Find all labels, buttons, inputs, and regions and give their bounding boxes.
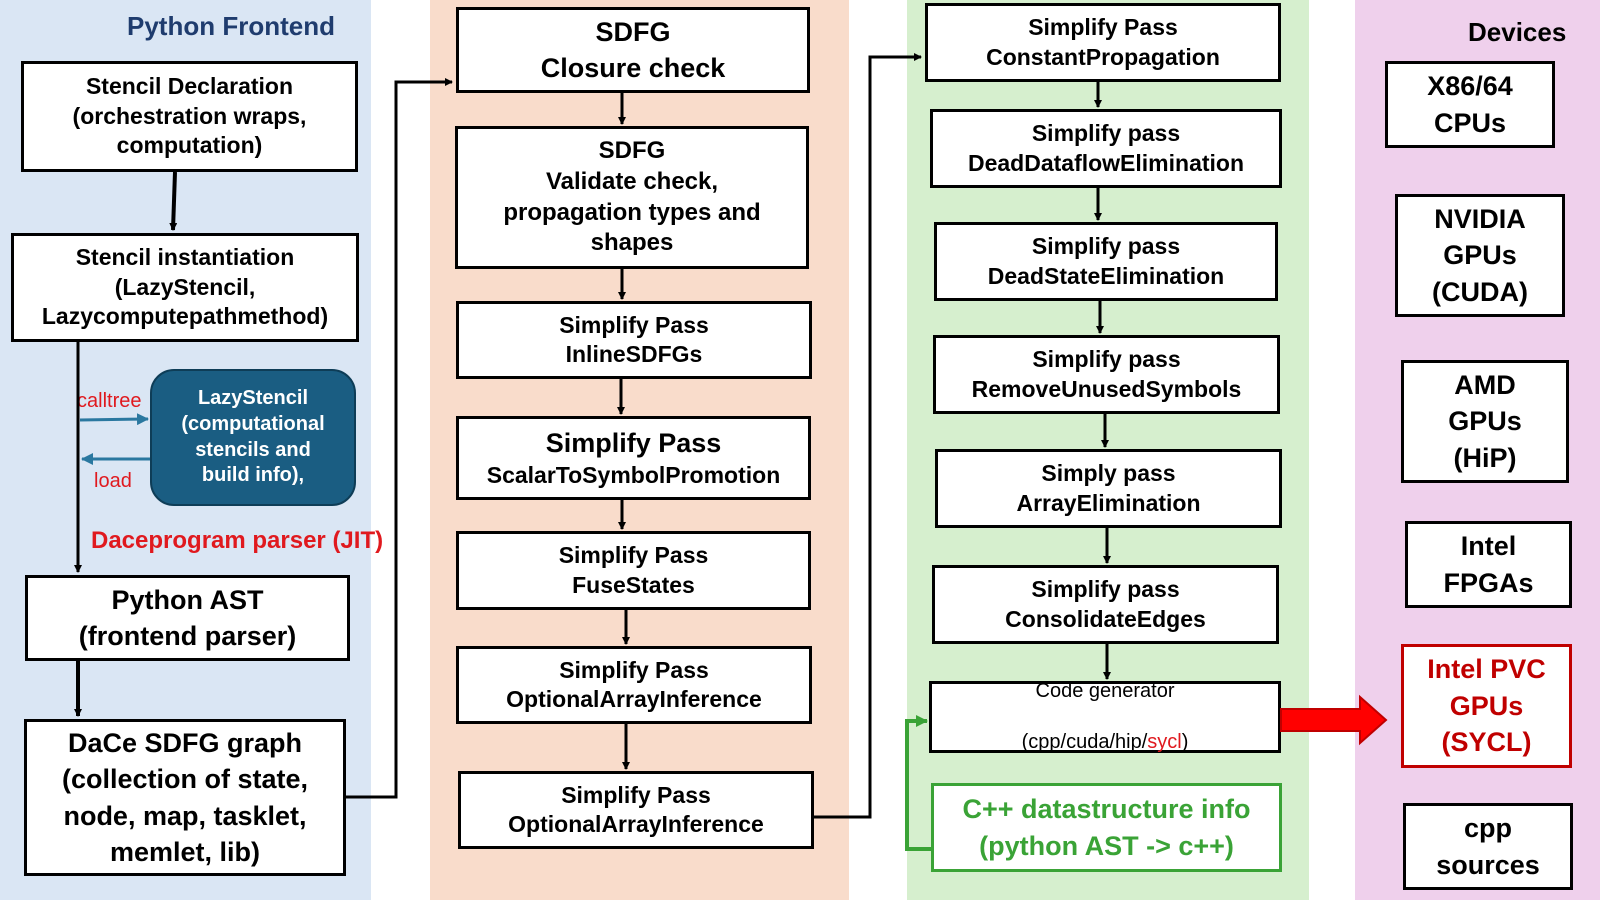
codegen-targets-sycl: sycl: [1147, 730, 1182, 753]
calltree-label: calltree: [77, 390, 142, 412]
codegen-targets-prefix: (cpp/cuda/hip/: [1021, 730, 1148, 753]
optional-array-box-2: Simplify Pass OptionalArrayInference: [458, 771, 814, 849]
validate-check-box: SDFG Validate check, propagation types a…: [455, 126, 809, 269]
array-elimination-box: Simply pass ArrayElimination: [935, 449, 1282, 528]
nvidia-gpus-box: NVIDIA GPUs (CUDA): [1395, 194, 1565, 317]
codegen-targets-suffix: ): [1181, 730, 1189, 753]
consolidate-edges-box: Simplify pass ConsolidateEdges: [932, 565, 1279, 644]
load-label: load: [94, 470, 132, 492]
code-generator-targets: (cpp/cuda/hip/sycl): [1022, 704, 1189, 755]
cpp-datastructure-box: C++ datastructure info (python AST -> c+…: [931, 783, 1282, 872]
code-generator-title: Code generator: [1035, 679, 1175, 702]
x86-cpus-box: X86/64 CPUs: [1385, 61, 1555, 148]
code-generator-box: Code generator (cpp/cuda/hip/sycl): [929, 679, 1281, 755]
dead-dataflow-box: Simplify pass DeadDataflowElimination: [930, 109, 1282, 188]
closure-check-box: SDFG Closure check: [456, 7, 810, 93]
fuse-states-box: Simplify Pass FuseStates: [456, 531, 811, 610]
scalar-to-symbol-box: Simplify Pass ScalarToSymbolPromotion: [456, 416, 811, 500]
python-ast-box: Python AST (frontend parser): [25, 575, 350, 661]
lazystencil-box: LazyStencil (computational stencils and …: [150, 369, 356, 506]
amd-gpus-box: AMD GPUs (HiP): [1401, 360, 1569, 483]
intel-fpgas-box: Intel FPGAs: [1405, 521, 1572, 608]
frontend-title: Python Frontend: [127, 11, 335, 41]
inline-sdfgs-box: Simplify Pass InlineSDFGs: [456, 301, 812, 379]
cpp-sources-box: cpp sources: [1403, 803, 1573, 890]
devices-title: Devices: [1468, 17, 1567, 47]
stencil-declaration-box: Stencil Declaration (orchestration wraps…: [21, 61, 358, 172]
parser-label: Daceprogram parser (JIT): [91, 527, 384, 554]
stencil-instantiation-box: Stencil instantiation (LazyStencil, Lazy…: [11, 233, 359, 342]
scalar-to-symbol-name: ScalarToSymbolPromotion: [486, 461, 781, 488]
remove-unused-symbols-box: Simplify pass RemoveUnusedSymbols: [933, 335, 1280, 414]
sdfg-graph-box: DaCe SDFG graph (collection of state, no…: [24, 719, 346, 876]
intel-pvc-gpus-box: Intel PVC GPUs (SYCL): [1401, 644, 1572, 768]
optional-array-box-1: Simplify Pass OptionalArrayInference: [456, 646, 812, 724]
dead-state-box: Simplify pass DeadStateElimination: [934, 222, 1278, 301]
scalar-to-symbol-title: Simplify Pass: [545, 428, 722, 458]
constant-propagation-box: Simplify Pass ConstantPropagation: [925, 3, 1281, 82]
